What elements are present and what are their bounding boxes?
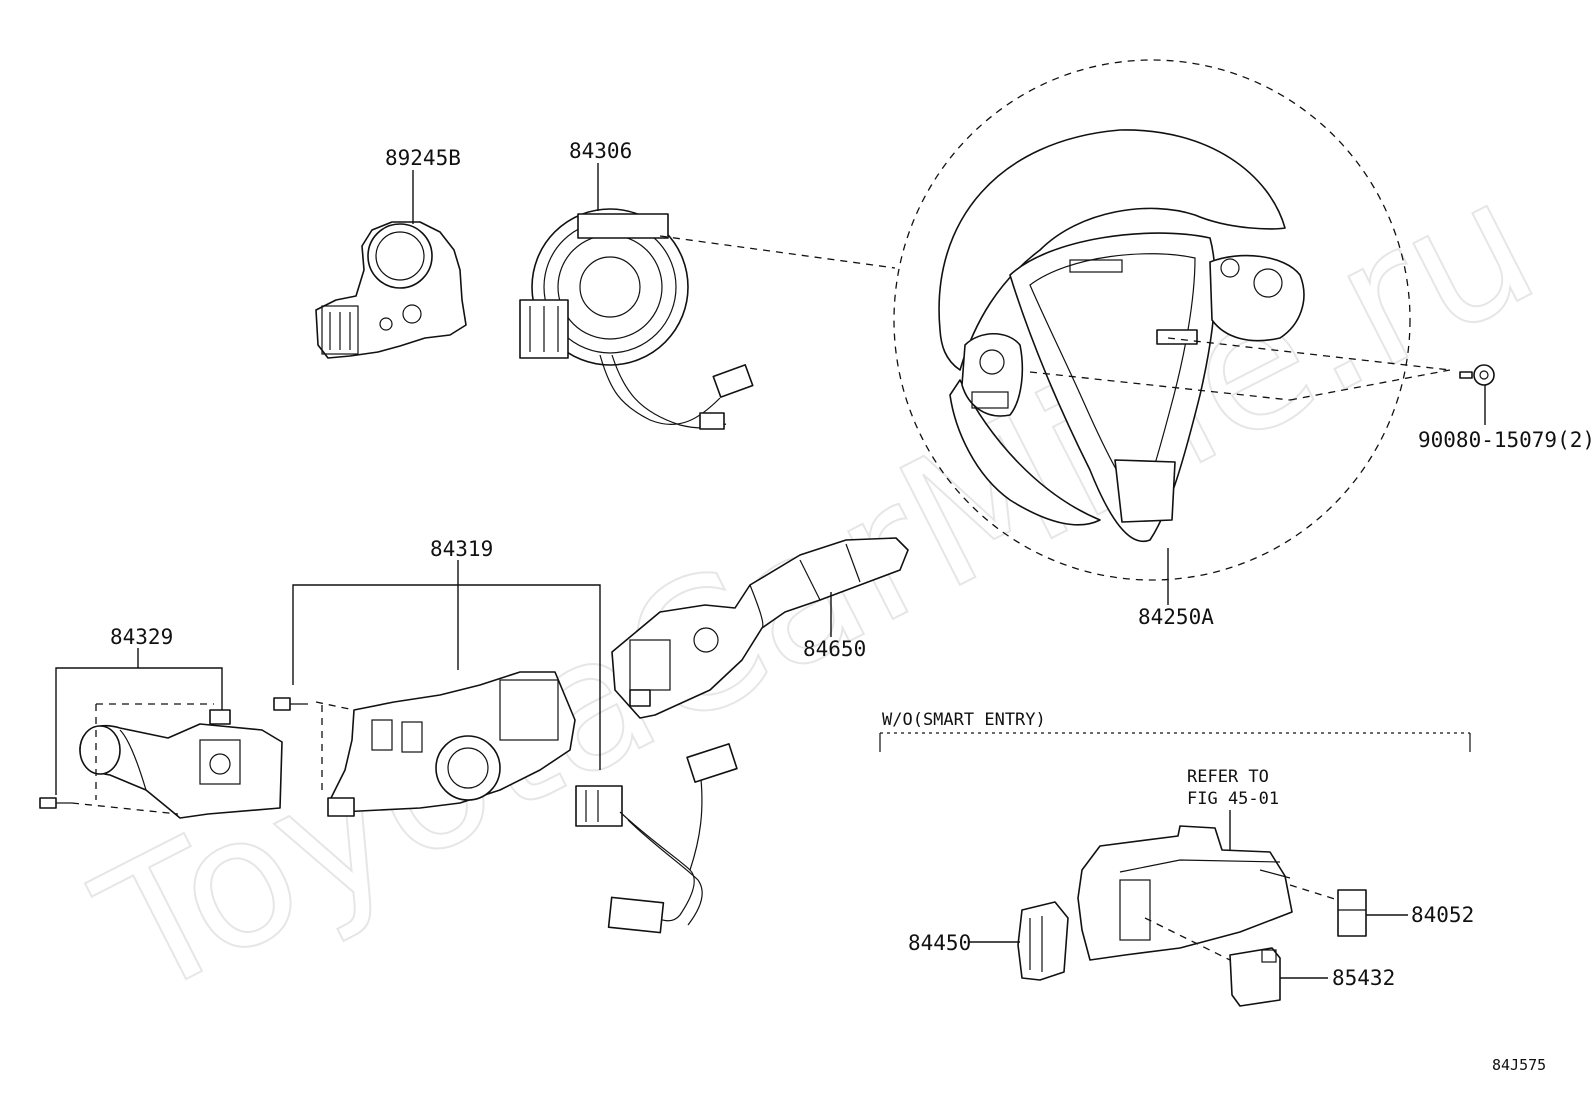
wiper-switch-84329 bbox=[39, 703, 283, 819]
figure-code: 84J575 bbox=[1492, 1056, 1546, 1074]
headlamp-switch-84650 bbox=[611, 537, 909, 719]
label-84650: 84650 bbox=[803, 637, 866, 661]
steering-sensor-89245B bbox=[315, 221, 467, 359]
unit-85432 bbox=[1229, 947, 1281, 1007]
refer-note-line2: FIG 45-01 bbox=[1187, 789, 1279, 809]
label-84319: 84319 bbox=[430, 537, 493, 561]
label-85432: 85432 bbox=[1332, 966, 1395, 990]
switch-wire-harness bbox=[575, 743, 738, 934]
switch-84450 bbox=[1017, 901, 1069, 981]
steering-lock-housing bbox=[1077, 825, 1293, 961]
steering-wheel-84250A bbox=[893, 59, 1411, 581]
switch-84052 bbox=[1337, 889, 1367, 937]
refer-note-line1: REFER TO bbox=[1187, 767, 1269, 787]
turn-signal-switch-84319 bbox=[273, 671, 576, 817]
bolt-90080-15079 bbox=[1459, 364, 1495, 386]
label-84052: 84052 bbox=[1411, 903, 1474, 927]
label-84306: 84306 bbox=[569, 139, 632, 163]
label-89245B: 89245B bbox=[385, 146, 461, 170]
option-label: W/O(SMART ENTRY) bbox=[882, 710, 1046, 730]
label-84250A: 84250A bbox=[1138, 605, 1214, 629]
label-84450: 84450 bbox=[908, 931, 971, 955]
spiral-cable-84306 bbox=[519, 208, 754, 430]
label-90080-15079: 90080-15079(2) bbox=[1418, 428, 1592, 452]
label-84329: 84329 bbox=[110, 625, 173, 649]
